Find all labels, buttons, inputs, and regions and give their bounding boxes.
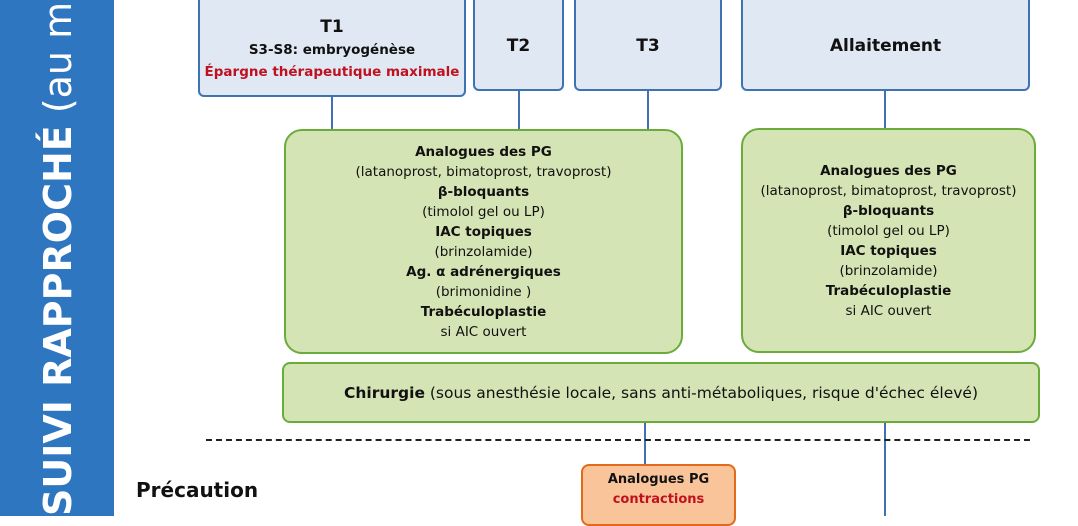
sidebar-title-rest: (au minimum tri	[36, 0, 80, 125]
pregnancy-line-1: Analogues des PG	[415, 143, 552, 160]
breastfeeding-line-7: Trabéculoplastie	[825, 282, 952, 299]
breastfeeding-line-4: (timolol gel ou LP)	[827, 222, 950, 239]
analogues-precaution-note: contractions	[612, 492, 705, 507]
connector-t2	[518, 90, 520, 130]
allaitement-label: Allaitement	[829, 35, 942, 56]
pregnancy-line-8: (brimonidine )	[435, 283, 532, 300]
t2-box: T2	[473, 0, 564, 91]
pregnancy-line-5: IAC topiques	[435, 223, 532, 240]
pregnancy-line-10: si AIC ouvert	[440, 323, 527, 340]
pregnancy-line-7: Ag. α adrénergiques	[406, 263, 561, 280]
pregnancy-line-6: (brinzolamide)	[434, 243, 533, 260]
breastfeeding-line-2: (latanoprost, bimatoprost, travoprost)	[760, 182, 1017, 199]
sidebar-title-bold: SUIVI RAPPROCHÉ	[36, 125, 80, 516]
surgery-label: Chirurgie	[343, 383, 425, 402]
t1-box: T1 S3-S8: embryogénèse Épargne thérapeut…	[198, 0, 466, 97]
pregnancy-line-4: (timolol gel ou LP)	[422, 203, 545, 220]
t3-box: T3	[574, 0, 722, 91]
pregnancy-treatments-box: Analogues des PG (latanoprost, bimatopro…	[284, 129, 683, 354]
surgery-detail: (sous anesthésie locale, sans anti-métab…	[424, 383, 978, 402]
pregnancy-line-3: β-bloquants	[437, 183, 530, 200]
breastfeeding-line-1: Analogues des PG	[820, 162, 957, 179]
breastfeeding-line-6: (brinzolamide)	[839, 262, 938, 279]
breastfeeding-treatments-box: Analogues des PG (latanoprost, bimatopro…	[741, 128, 1036, 353]
surgery-box: Chirurgie (sous anesthésie locale, sans …	[282, 362, 1040, 423]
connector-allaitement	[884, 90, 886, 128]
t3-label: T3	[636, 35, 660, 56]
breastfeeding-line-8: si AIC ouvert	[845, 302, 932, 319]
precaution-heading: Précaution	[136, 478, 259, 502]
analogues-precaution-title: Analogues PG	[607, 472, 710, 487]
connector-surgery-left	[644, 423, 646, 465]
connector-surgery-right	[884, 423, 886, 516]
pregnancy-line-2: (latanoprost, bimatoprost, travoprost)	[355, 163, 612, 180]
sidebar-title: SUIVI RAPPROCHÉ (au minimum tri	[36, 0, 80, 516]
breastfeeding-line-5: IAC topiques	[840, 242, 937, 259]
allaitement-box: Allaitement	[741, 0, 1030, 91]
t1-label: T1	[320, 16, 344, 37]
sidebar-banner: SUIVI RAPPROCHÉ (au minimum tri	[0, 0, 117, 516]
breastfeeding-line-3: β-bloquants	[842, 202, 935, 219]
t1-note: Épargne thérapeutique maximale	[204, 63, 460, 80]
t1-subtitle: S3-S8: embryogénèse	[248, 41, 416, 58]
t2-label: T2	[506, 35, 531, 56]
sidebar-divider	[114, 0, 117, 516]
analogues-precaution-box: Analogues PG contractions	[581, 464, 736, 526]
connector-t1	[331, 96, 333, 130]
connector-t3	[647, 90, 649, 130]
section-divider	[206, 439, 1030, 441]
pregnancy-line-9: Trabéculoplastie	[420, 303, 547, 320]
